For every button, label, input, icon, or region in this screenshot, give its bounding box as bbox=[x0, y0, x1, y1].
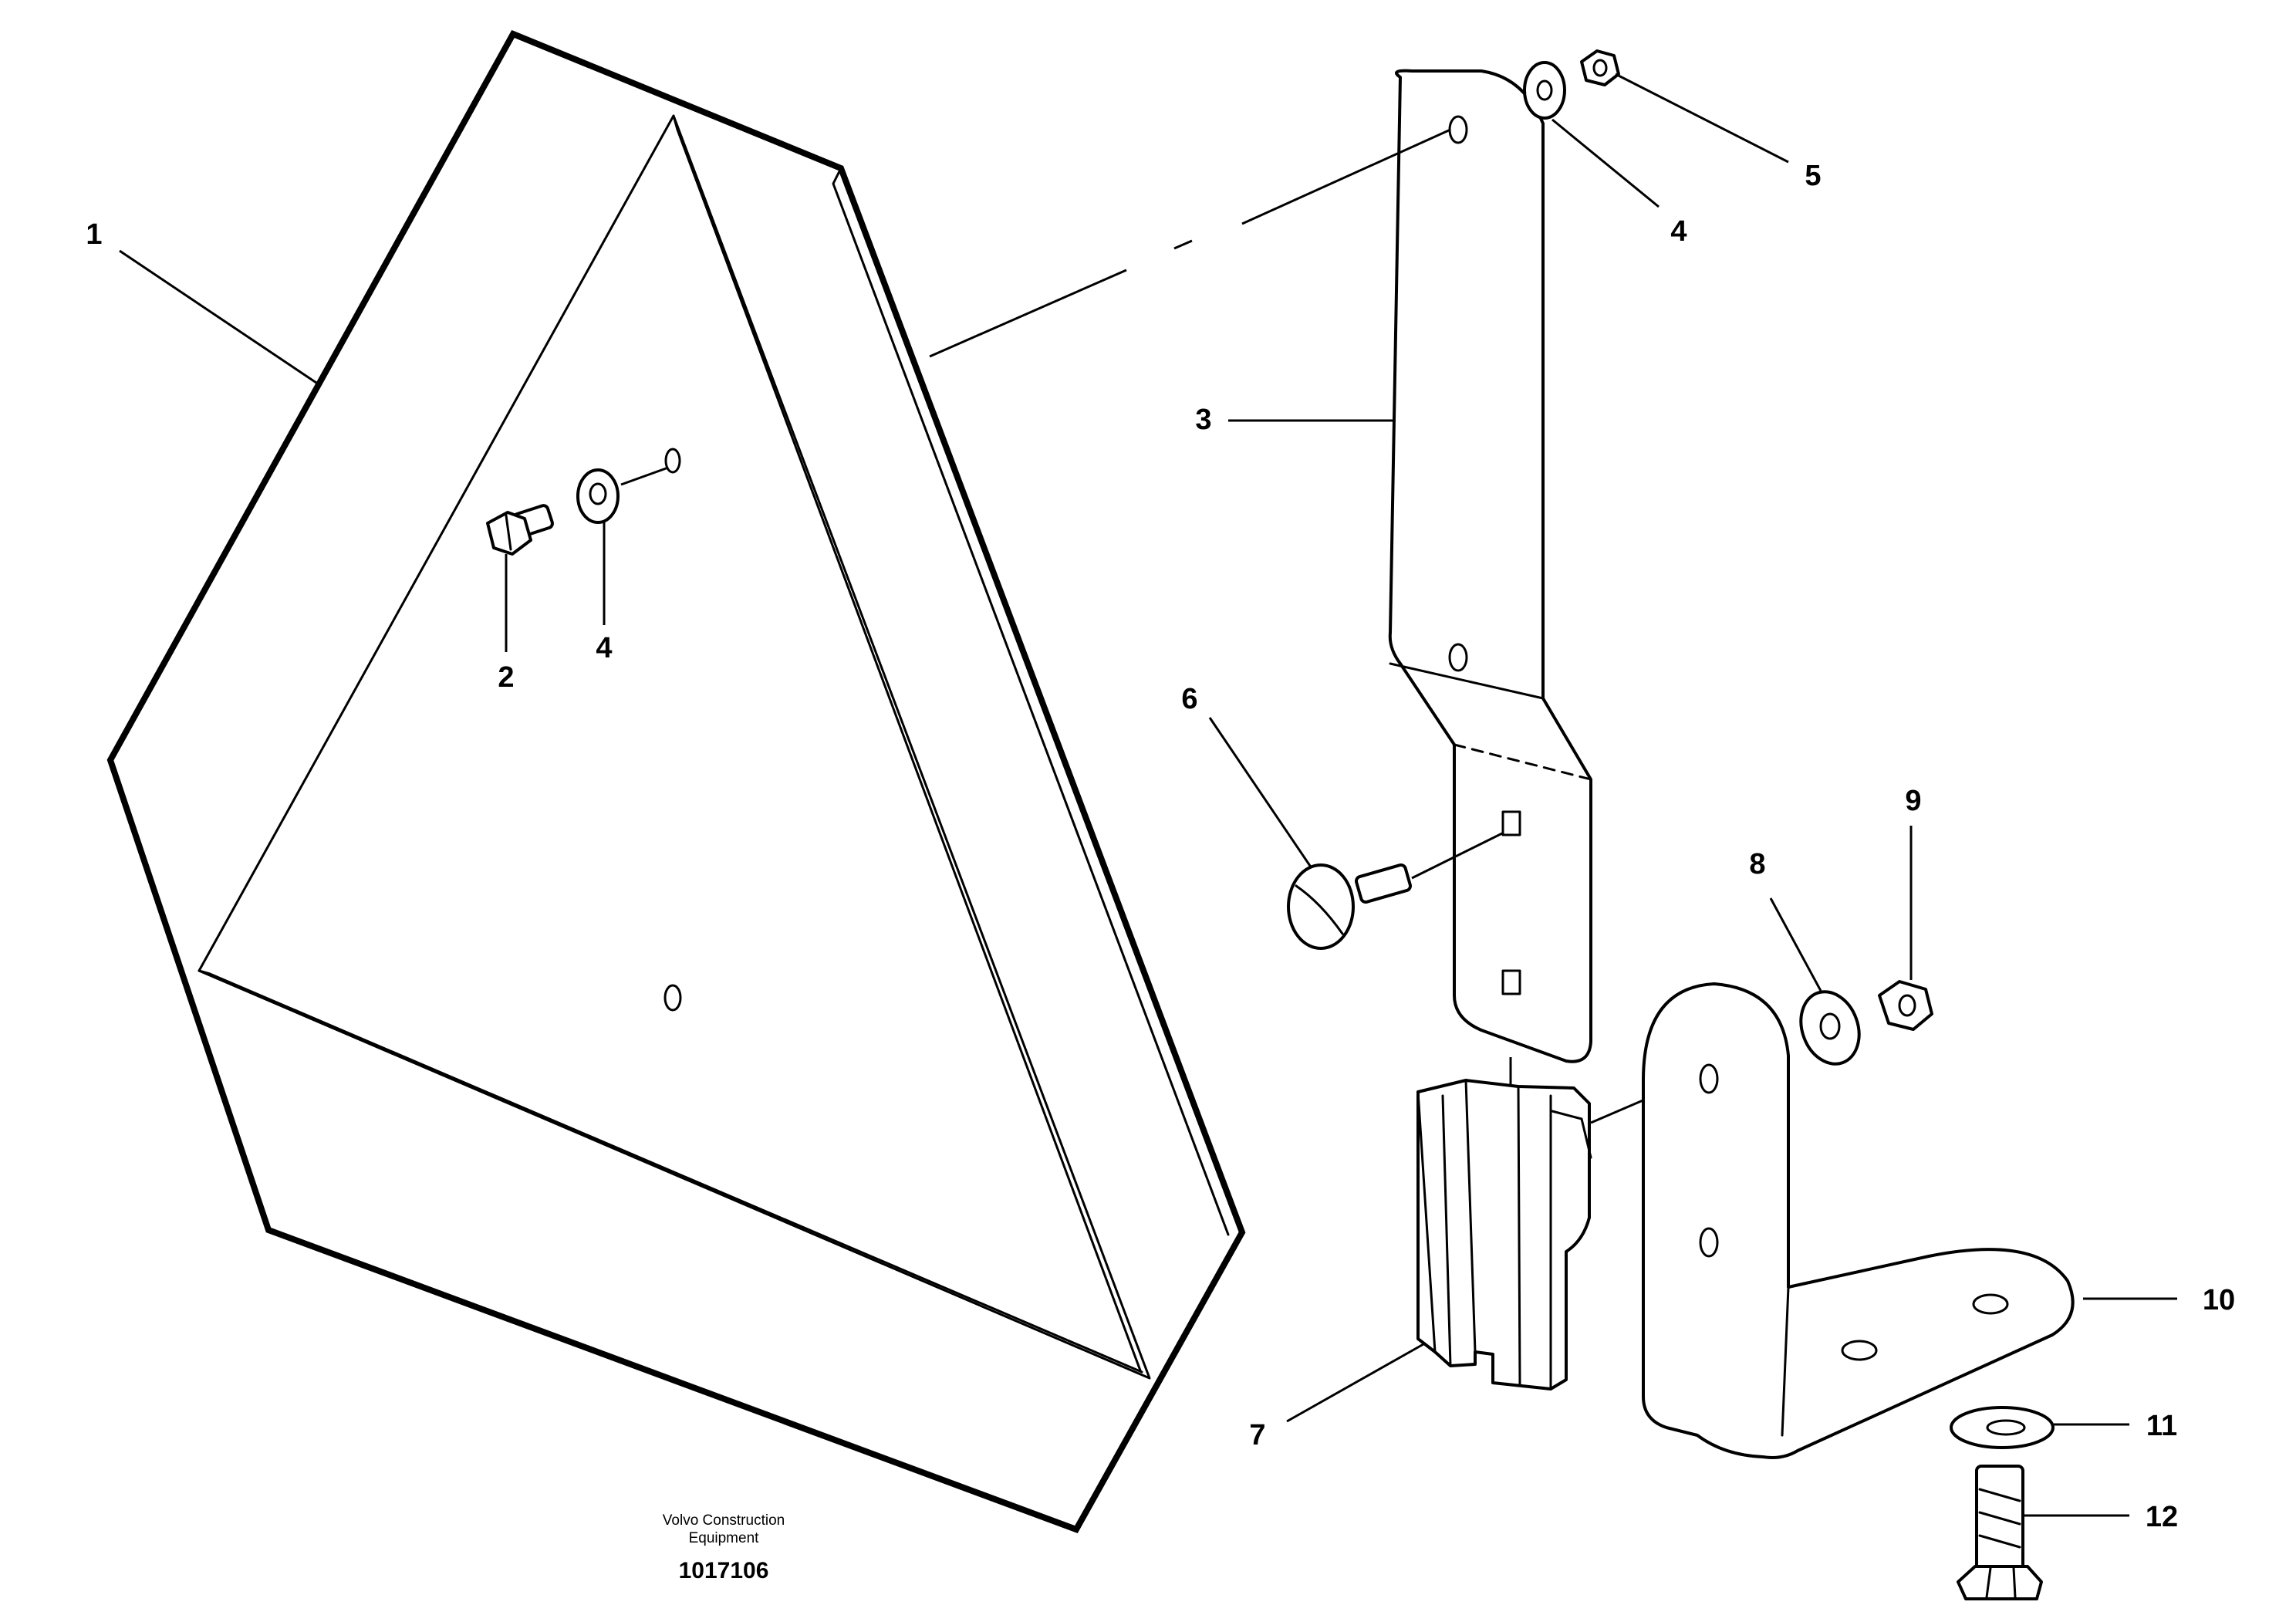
holder-outline bbox=[1416, 1079, 1591, 1391]
bracket-hole-middle bbox=[1448, 643, 1468, 672]
washer-8 bbox=[1799, 990, 1861, 1066]
bolt-head-edge bbox=[1985, 1566, 1992, 1599]
washer-hole bbox=[1536, 79, 1553, 101]
callout-labels: 1 2 3 4 4 5 6 7 8 9 10 11 12 bbox=[86, 160, 2235, 1533]
holder-clip-7 bbox=[1416, 1070, 1712, 1391]
bracket-fold-line bbox=[1389, 662, 1545, 700]
washer-hole bbox=[589, 482, 607, 505]
bolt-hex-head bbox=[1957, 1565, 2043, 1600]
leader-1 bbox=[119, 249, 317, 384]
washer-hole bbox=[1819, 1012, 1841, 1040]
sign-outer-outline bbox=[106, 29, 1246, 1533]
sign-inner-bevel bbox=[198, 969, 1143, 1374]
washer-hole bbox=[1986, 1419, 2026, 1436]
sign-hole-lower bbox=[663, 984, 682, 1012]
callout-7: 7 bbox=[1249, 1419, 1265, 1451]
bolt-thread-1 bbox=[1978, 1488, 2021, 1502]
caption-company-line1: Volvo Construction bbox=[663, 1512, 785, 1529]
callout-10: 10 bbox=[2203, 1284, 2235, 1316]
carriage-bolt-6 bbox=[1287, 832, 1503, 950]
callout-5: 5 bbox=[1805, 160, 1821, 192]
leader-5 bbox=[1615, 73, 1789, 164]
l-bracket-bend-edge bbox=[1781, 1286, 1790, 1437]
hex-bolt-12 bbox=[1957, 1465, 2043, 1600]
holder-groove-3 bbox=[1517, 1085, 1521, 1387]
bracket-square-hole-upper bbox=[1501, 810, 1521, 836]
reflector-sign bbox=[106, 29, 1246, 1533]
leader-6 bbox=[1208, 717, 1313, 869]
callout-4-left: 4 bbox=[596, 632, 612, 664]
washer-outer bbox=[576, 468, 620, 524]
alignment-segment-3 bbox=[1241, 128, 1451, 225]
l-bracket-10 bbox=[1642, 982, 2075, 1459]
callout-6: 6 bbox=[1181, 683, 1197, 715]
callout-9: 9 bbox=[1905, 785, 1921, 817]
carriage-bolt-shank bbox=[1355, 863, 1412, 904]
caption-drawing-number: 1017106 bbox=[679, 1558, 769, 1583]
nut-hex bbox=[1878, 980, 1933, 1031]
nut-hole bbox=[1592, 59, 1608, 77]
callout-1: 1 bbox=[86, 218, 102, 251]
alignment-segment-2 bbox=[1173, 239, 1193, 250]
callout-8: 8 bbox=[1749, 848, 1765, 880]
bolt-head-edge-2 bbox=[2012, 1566, 2017, 1599]
bracket-fold-hidden bbox=[1453, 743, 1592, 781]
hex-bolt-2 bbox=[486, 504, 554, 556]
sign-inner-bevel-2 bbox=[672, 114, 1142, 1372]
carriage-bolt-slot bbox=[1295, 884, 1344, 935]
sign-to-bracket-alignment bbox=[929, 128, 1451, 358]
leader-7 bbox=[1286, 1343, 1424, 1423]
callout-4-top: 4 bbox=[1670, 215, 1687, 248]
washer-11 bbox=[1950, 1406, 2055, 1449]
bolt-thread-2 bbox=[1978, 1511, 2021, 1526]
caption-company-line2: Equipment bbox=[689, 1530, 760, 1546]
bolt-thread-3 bbox=[1978, 1534, 2021, 1549]
nut-hex bbox=[1580, 49, 1620, 86]
l-bracket-hole-lower bbox=[1699, 1227, 1719, 1258]
bolt-head-edge bbox=[505, 514, 512, 551]
l-bracket-outline bbox=[1642, 982, 2075, 1459]
holder-edge-left bbox=[1416, 1090, 1437, 1353]
callout-3: 3 bbox=[1195, 404, 1211, 436]
washer-4-top bbox=[1523, 61, 1566, 120]
nut-hole bbox=[1898, 994, 1916, 1017]
washer-4-left bbox=[576, 466, 669, 524]
l-bracket-hole-upper bbox=[1699, 1063, 1719, 1094]
callout-12: 12 bbox=[2146, 1501, 2178, 1533]
nut-5 bbox=[1580, 49, 1620, 86]
washer-outer bbox=[1799, 990, 1861, 1066]
carriage-bolt-alignment-line bbox=[1411, 832, 1503, 880]
sign-inner-triangle bbox=[198, 114, 1151, 1380]
bracket-outline bbox=[1388, 69, 1592, 1063]
nut-9 bbox=[1878, 980, 1933, 1031]
holder-groove-2 bbox=[1464, 1079, 1477, 1353]
washer-outer bbox=[1523, 61, 1566, 120]
sign-hole-upper bbox=[664, 448, 681, 474]
leader-8 bbox=[1769, 897, 1822, 992]
leader-lines bbox=[119, 73, 2177, 1517]
washer-outer bbox=[1950, 1406, 2055, 1449]
callout-2: 2 bbox=[498, 661, 514, 694]
bracket-square-hole-lower bbox=[1501, 969, 1521, 995]
l-bracket-hole-foot-right bbox=[1972, 1293, 2009, 1315]
leader-4-top bbox=[1551, 118, 1660, 208]
alignment-segment-1 bbox=[929, 269, 1127, 358]
holder-groove-1 bbox=[1441, 1094, 1452, 1367]
callout-11: 11 bbox=[2146, 1410, 2177, 1442]
bracket-3 bbox=[1388, 69, 1592, 1113]
l-bracket-hole-foot-left bbox=[1841, 1340, 1878, 1361]
washer-alignment-line bbox=[620, 466, 669, 486]
holder-clip-tab bbox=[1551, 1110, 1592, 1159]
drawing-caption: Volvo Construction Equipment 1017106 bbox=[663, 1512, 785, 1583]
sign-bevel-edge bbox=[832, 167, 1230, 1236]
